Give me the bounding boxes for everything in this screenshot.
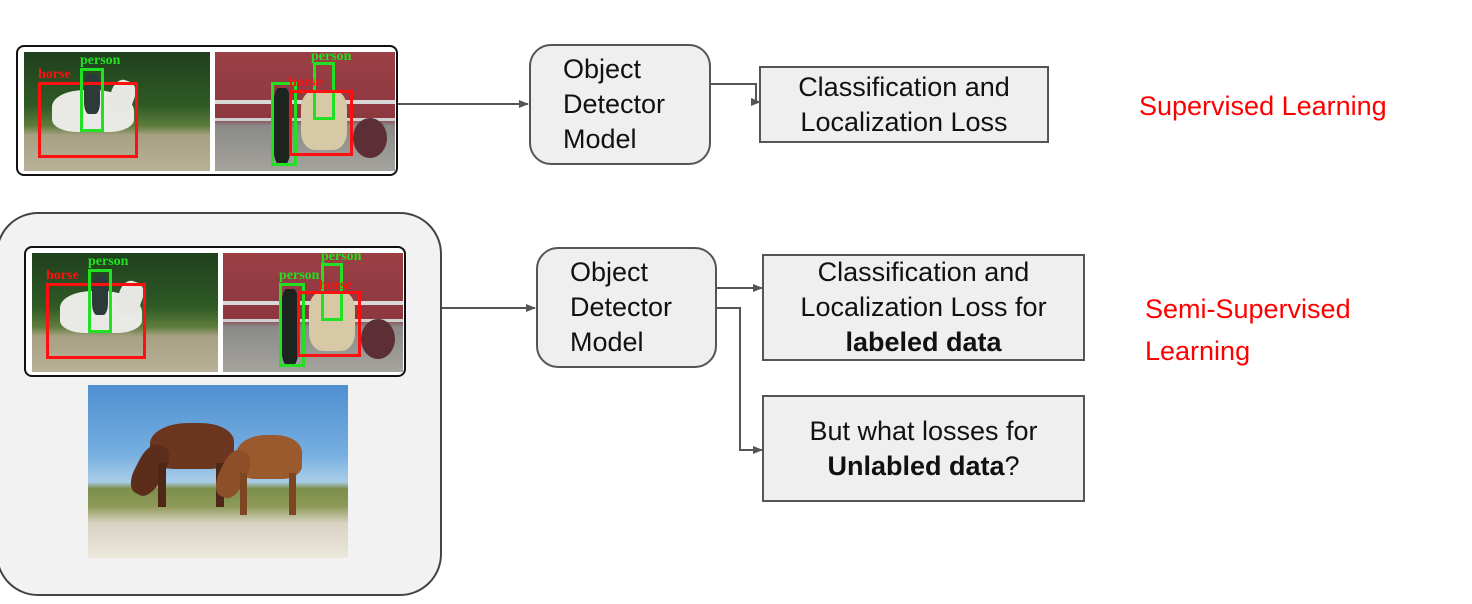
unlabeled-loss-tail: ?: [1004, 450, 1020, 481]
tag-horse: horse: [289, 75, 322, 90]
horse-1-legs: [158, 463, 224, 507]
tag-person: person: [80, 53, 121, 68]
bbox-horse: [46, 283, 146, 359]
flowers-shape: [353, 118, 387, 158]
labeled-loss-text: Classification and Localization Loss for…: [800, 255, 1046, 360]
photo-fence-horse: person horse: [215, 52, 395, 171]
semi-supervised-label-line-1: Semi-Supervised: [1145, 294, 1351, 324]
tag-horse: horse: [319, 278, 352, 293]
labeled-image-panel: person horse person person horse: [24, 246, 406, 377]
labeled-loss-bold: labeled data: [845, 327, 1002, 357]
supervised-image-panel: person horse person horse: [16, 45, 398, 176]
semi-supervised-learning-label: Semi-Supervised Learning: [1145, 288, 1351, 372]
arrow-top-model-to-loss: [710, 83, 761, 106]
tag-horse: horse: [38, 67, 71, 82]
unlabeled-loss-line-1: But what losses for: [809, 415, 1038, 446]
photo-horse-rider: person horse: [24, 52, 210, 171]
supervised-loss-box: Classification and Localization Loss: [759, 66, 1049, 143]
labeled-loss-line-2: Localization Loss for: [800, 292, 1047, 322]
loss-label: Classification and Localization Loss: [798, 71, 1010, 137]
tag-person: person: [88, 254, 129, 269]
arrow-bottom-model-to-unlabeled-loss: [716, 307, 763, 454]
horse-2-legs: [240, 473, 296, 515]
supervised-object-detector-model: Object Detector Model: [529, 44, 711, 165]
unlabeled-data-loss-box: But what losses for Unlabled data?: [762, 395, 1085, 502]
unlabeled-loss-bold: Unlabled data: [827, 450, 1005, 481]
tag-person-1: person: [279, 268, 320, 283]
horse-shape: [309, 291, 355, 351]
person-shape: [281, 289, 299, 365]
model-label: Object Detector Model: [563, 54, 666, 154]
tag-person-2: person: [321, 253, 362, 264]
bbox-person-1: [279, 283, 305, 367]
semi-supervised-label-line-2: Learning: [1145, 336, 1251, 366]
person-shape: [273, 88, 291, 164]
photo-fence-horse: person person horse: [223, 253, 403, 372]
unlabeled-horses-photo: [88, 385, 348, 558]
bbox-horse: [289, 90, 353, 156]
horse-shape: [301, 90, 347, 150]
bbox-person: [80, 68, 104, 132]
bbox-horse: [297, 291, 361, 357]
flowers-shape: [361, 319, 395, 359]
photo-horse-rider: person horse: [32, 253, 218, 372]
tag-horse: horse: [46, 268, 79, 283]
model-label: Object Detector Model: [570, 257, 673, 357]
labeled-loss-line-1: Classification and: [817, 257, 1030, 287]
unlabeled-loss-line-2: Unlabled data?: [809, 449, 1037, 484]
labeled-data-loss-box: Classification and Localization Loss for…: [762, 254, 1085, 361]
bbox-person-1: [271, 82, 297, 166]
bbox-horse: [38, 82, 138, 158]
bbox-person: [88, 269, 112, 333]
unlabeled-loss-text: But what losses for Unlabled data?: [809, 414, 1037, 484]
supervised-learning-label: Supervised Learning: [1139, 91, 1387, 121]
semi-supervised-object-detector-model: Object Detector Model: [536, 247, 717, 368]
tag-person: person: [311, 52, 352, 64]
